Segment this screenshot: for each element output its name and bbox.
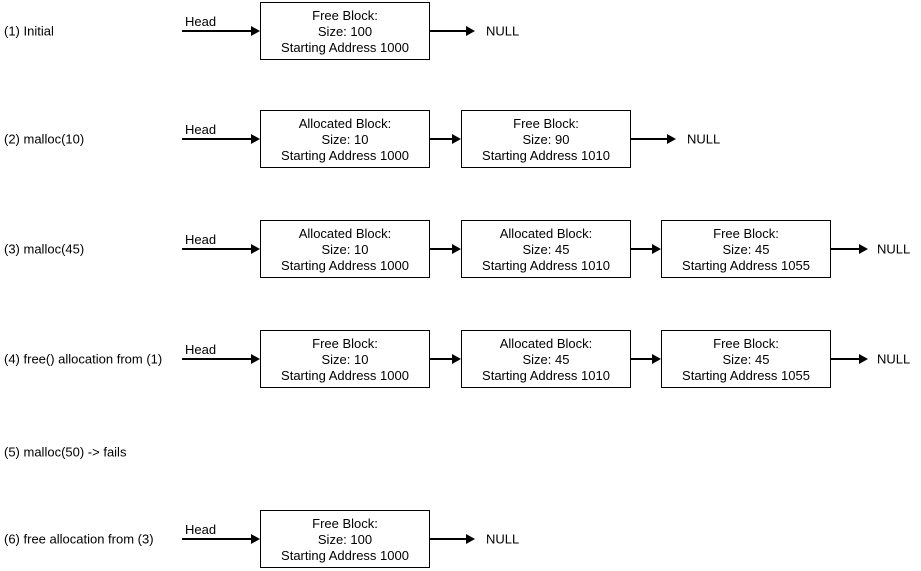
block-address: Starting Address 1010 [482, 258, 610, 273]
next-pointer-arrow [430, 534, 475, 544]
memory-block-allocated: Allocated Block: Size: 45 Starting Addre… [461, 220, 631, 278]
state-row-4: (4) free() allocation from (1) Head Free… [0, 330, 921, 388]
memory-block-free: Free Block: Size: 100 Starting Address 1… [260, 510, 430, 568]
null-label: NULL [486, 23, 520, 39]
next-pointer-arrow [831, 244, 868, 254]
state-label: (5) malloc(50) -> fails [4, 444, 127, 460]
block-address: Starting Address 1055 [682, 368, 810, 383]
next-pointer-arrow [430, 244, 461, 254]
head-pointer-label: Head [185, 122, 217, 137]
state-row-2: (2) malloc(10) Head Allocated Block: Siz… [0, 110, 921, 168]
memory-block-free: Free Block: Size: 45 Starting Address 10… [661, 220, 831, 278]
block-size: Size: 100 [317, 24, 373, 39]
block-size: Size: 45 [722, 242, 770, 257]
head-arrow [182, 134, 260, 144]
next-pointer-arrow [631, 354, 661, 364]
block-address: Starting Address 1000 [281, 40, 409, 55]
next-pointer-arrow [831, 354, 868, 364]
block-address: Starting Address 1055 [682, 258, 810, 273]
state-label: (3) malloc(45) [4, 241, 85, 257]
head-pointer-label: Head [185, 232, 217, 247]
memory-block-free: Free Block: Size: 10 Starting Address 10… [260, 330, 430, 388]
head-pointer-label: Head [185, 522, 217, 537]
block-title: Free Block: [312, 8, 378, 23]
state-label: (4) free() allocation from (1) [4, 351, 163, 367]
state-row-5: (5) malloc(50) -> fails [0, 438, 921, 466]
null-label: NULL [687, 131, 721, 147]
memory-block-free: Free Block: Size: 90 Starting Address 10… [461, 110, 631, 168]
next-pointer-arrow [631, 244, 661, 254]
memory-block-allocated: Allocated Block: Size: 45 Starting Addre… [461, 330, 631, 388]
memory-block-free: Free Block: Size: 45 Starting Address 10… [661, 330, 831, 388]
state-label: (1) Initial [4, 23, 54, 39]
state-label: (6) free allocation from (3) [4, 531, 154, 547]
block-size: Size: 45 [522, 352, 570, 367]
block-size: Size: 45 [522, 242, 570, 257]
memory-block-allocated: Allocated Block: Size: 10 Starting Addre… [260, 110, 430, 168]
block-address: Starting Address 1010 [482, 148, 610, 163]
state-row-1: (1) Initial Head Free Block: Size: 100 S… [0, 2, 921, 60]
block-title: Allocated Block: [499, 336, 593, 351]
block-title: Allocated Block: [298, 226, 392, 241]
block-size: Size: 10 [321, 242, 369, 257]
next-pointer-arrow [430, 26, 475, 36]
next-pointer-arrow [631, 134, 676, 144]
null-label: NULL [877, 241, 911, 257]
head-pointer-label: Head [185, 342, 217, 357]
null-label: NULL [877, 351, 911, 367]
block-address: Starting Address 1000 [281, 368, 409, 383]
block-size: Size: 10 [321, 352, 369, 367]
state-row-6: (6) free allocation from (3) Head Free B… [0, 510, 921, 568]
memory-block-allocated: Allocated Block: Size: 10 Starting Addre… [260, 220, 430, 278]
block-title: Free Block: [312, 336, 378, 351]
null-label: NULL [486, 531, 520, 547]
head-arrow [182, 534, 260, 544]
block-size: Size: 10 [321, 132, 369, 147]
block-address: Starting Address 1000 [281, 258, 409, 273]
block-title: Free Block: [713, 226, 779, 241]
state-row-3: (3) malloc(45) Head Allocated Block: Siz… [0, 220, 921, 278]
head-arrow [182, 244, 260, 254]
block-title: Allocated Block: [298, 116, 392, 131]
block-title: Free Block: [513, 116, 579, 131]
head-arrow [182, 354, 260, 364]
head-pointer-label: Head [185, 14, 217, 29]
block-address: Starting Address 1000 [281, 548, 409, 563]
block-size: Size: 100 [317, 532, 373, 547]
state-label: (2) malloc(10) [4, 131, 85, 147]
block-size: Size: 90 [522, 132, 570, 147]
block-title: Free Block: [312, 516, 378, 531]
next-pointer-arrow [430, 134, 461, 144]
block-title: Free Block: [713, 336, 779, 351]
block-address: Starting Address 1010 [482, 368, 610, 383]
block-size: Size: 45 [722, 352, 770, 367]
next-pointer-arrow [430, 354, 461, 364]
head-arrow [182, 26, 260, 36]
memory-block-free: Free Block: Size: 100 Starting Address 1… [260, 2, 430, 60]
block-address: Starting Address 1000 [281, 148, 409, 163]
block-title: Allocated Block: [499, 226, 593, 241]
